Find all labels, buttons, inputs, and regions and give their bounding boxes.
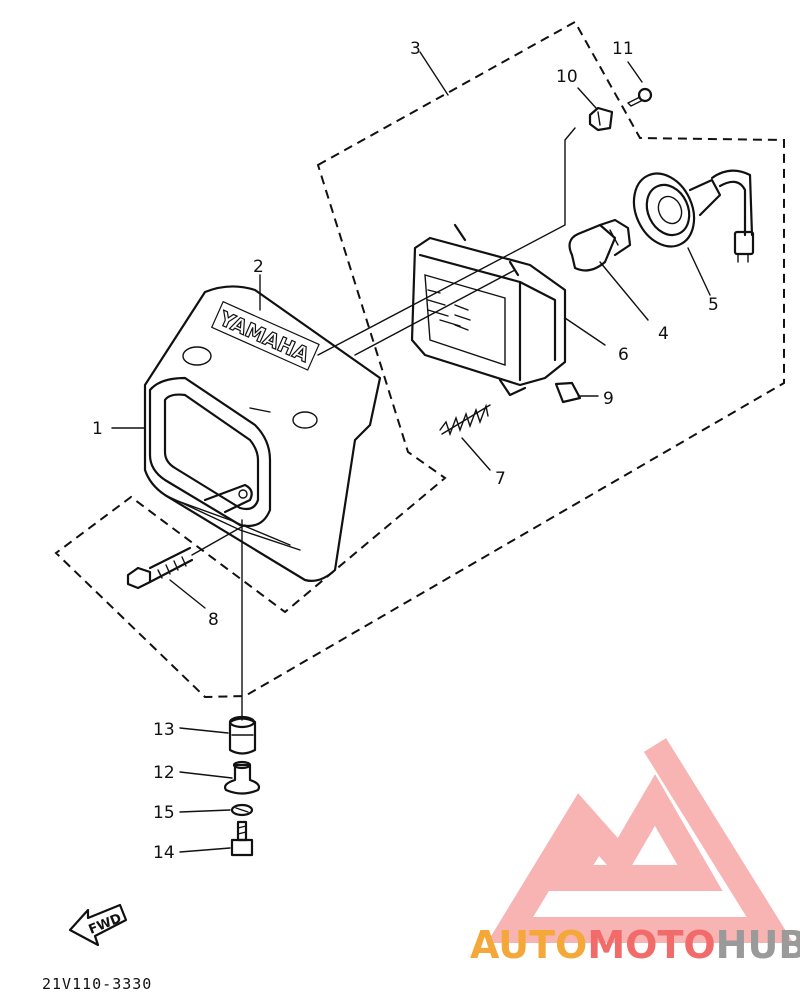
watermark-text: AUTOMOTOHUB	[470, 923, 800, 967]
callout-13: 13	[153, 720, 175, 740]
watermark-hub: HUB	[716, 923, 800, 967]
clip-part-9	[554, 381, 582, 404]
callout-2: 2	[253, 257, 264, 277]
callout-1: 1	[92, 419, 103, 439]
screw-part-11	[627, 87, 653, 107]
callout-10: 10	[556, 67, 578, 87]
part-code: 21V110-3330	[42, 975, 152, 993]
assembly-3-outline	[54, 20, 785, 699]
callout-4: 4	[658, 324, 669, 344]
callout-8: 8	[208, 610, 219, 630]
callout-11: 11	[612, 39, 634, 59]
bolt-part-14	[230, 820, 254, 857]
headlight-bulb	[568, 218, 632, 272]
watermark-logo	[486, 738, 794, 943]
callout-15: 15	[153, 803, 175, 823]
grommet-part-13	[228, 715, 257, 755]
bracket-part-10	[588, 106, 614, 132]
bolt-part-8	[126, 524, 246, 590]
callout-leaders	[111, 51, 711, 853]
callout-9: 9	[603, 389, 614, 409]
watermark-moto: MOTO	[587, 923, 715, 967]
callout-6: 6	[618, 345, 629, 365]
headlight-unit	[410, 223, 567, 397]
collar-part-12	[223, 760, 261, 795]
washer-part-15	[230, 803, 254, 817]
fwd-arrow-icon: FWD	[68, 903, 128, 947]
watermark-auto: AUTO	[470, 923, 587, 967]
callout-14: 14	[153, 843, 175, 863]
yamaha-emblem: YAMAHA	[210, 300, 320, 371]
callout-5: 5	[708, 295, 719, 315]
callout-7: 7	[495, 469, 506, 489]
spring-part-7	[439, 403, 491, 437]
bulb-socket	[632, 169, 755, 263]
callout-12: 12	[153, 763, 175, 783]
leader-line-top	[317, 127, 576, 356]
callout-3: 3	[410, 39, 421, 59]
headlight-housing: YAMAHA	[143, 285, 382, 582]
